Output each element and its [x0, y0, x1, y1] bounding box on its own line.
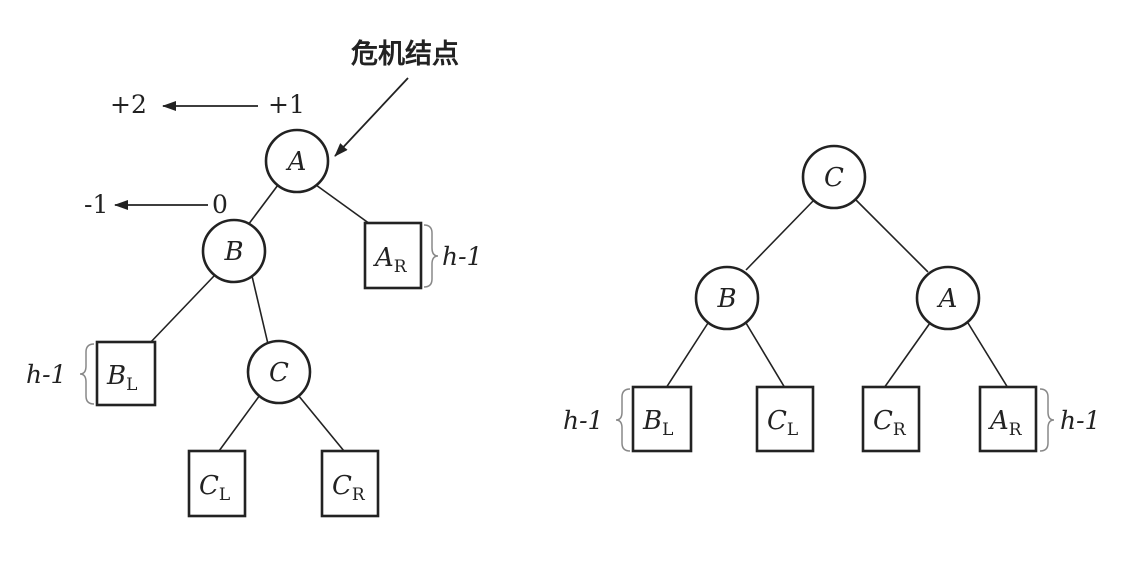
node-C: C: [246, 339, 312, 405]
subtree-CR: CR: [861, 385, 921, 453]
subtree-BL: BL: [95, 340, 157, 407]
subtree-AR: AR: [363, 221, 423, 290]
height-AR-label: h-1: [442, 242, 482, 271]
subtree-AR-label: AR: [988, 406, 1023, 440]
subtree-BL-label: BL: [642, 406, 673, 440]
node-A: A: [264, 128, 330, 194]
subtree-CR: CR: [320, 449, 380, 518]
edge-A-CR: [883, 322, 931, 389]
subtree-CL: CL: [755, 385, 815, 453]
edge-C-A: [855, 199, 929, 273]
height-BL-label: h-1: [26, 360, 66, 389]
edge-C-CL: [218, 394, 261, 452]
subtree-BL: BL: [631, 385, 693, 453]
brace-AR: [423, 224, 439, 288]
brace-AR: [1039, 388, 1055, 452]
left-tree: A B C AR BL CL CR: [26, 38, 482, 518]
node-A-label: A: [286, 147, 307, 177]
edge-C-CR: [297, 394, 345, 452]
edge-A-B: [247, 184, 279, 226]
brace-BL: [615, 388, 631, 452]
edge-B-BL: [147, 275, 215, 346]
node-A: A: [915, 265, 981, 331]
subtree-CR-label: CR: [332, 471, 366, 505]
edge-B-CL: [745, 322, 786, 389]
critical-node-label: 危机结点: [351, 38, 459, 70]
height-BL-label: h-1: [563, 406, 603, 435]
balance-B-after: -1: [84, 190, 108, 219]
balance-B-before: 0: [212, 190, 228, 219]
balance-A-before: +1: [268, 90, 305, 119]
subtree-AR: AR: [978, 385, 1038, 453]
subtree-BL-label: BL: [106, 361, 137, 395]
subtree-AR-label: AR: [373, 243, 408, 277]
node-A-label: A: [937, 284, 958, 314]
edge-A-AR: [967, 322, 1009, 389]
node-B: B: [694, 265, 760, 331]
subtree-CL: CL: [187, 449, 247, 518]
edge-C-B: [745, 199, 815, 271]
balance-A-after: +2: [110, 90, 147, 119]
subtree-CR-label: CR: [873, 406, 907, 440]
edge-A-AR: [315, 184, 371, 225]
node-B: B: [201, 218, 267, 284]
node-C-label: C: [824, 163, 844, 193]
critical-node-arrow: [334, 77, 409, 157]
node-C-label: C: [269, 358, 289, 388]
right-tree: C B A BL CL CR AR h-1: [563, 144, 1100, 453]
node-C: C: [801, 144, 867, 210]
subtree-CL-label: CL: [767, 406, 798, 440]
node-B-label: B: [223, 237, 243, 267]
edge-B-C: [251, 275, 269, 345]
node-B-label: B: [716, 284, 736, 314]
height-AR-label: h-1: [1060, 406, 1100, 435]
edge-B-BL: [665, 322, 709, 389]
brace-BL: [79, 343, 95, 405]
subtree-CL-label: CL: [199, 471, 230, 505]
